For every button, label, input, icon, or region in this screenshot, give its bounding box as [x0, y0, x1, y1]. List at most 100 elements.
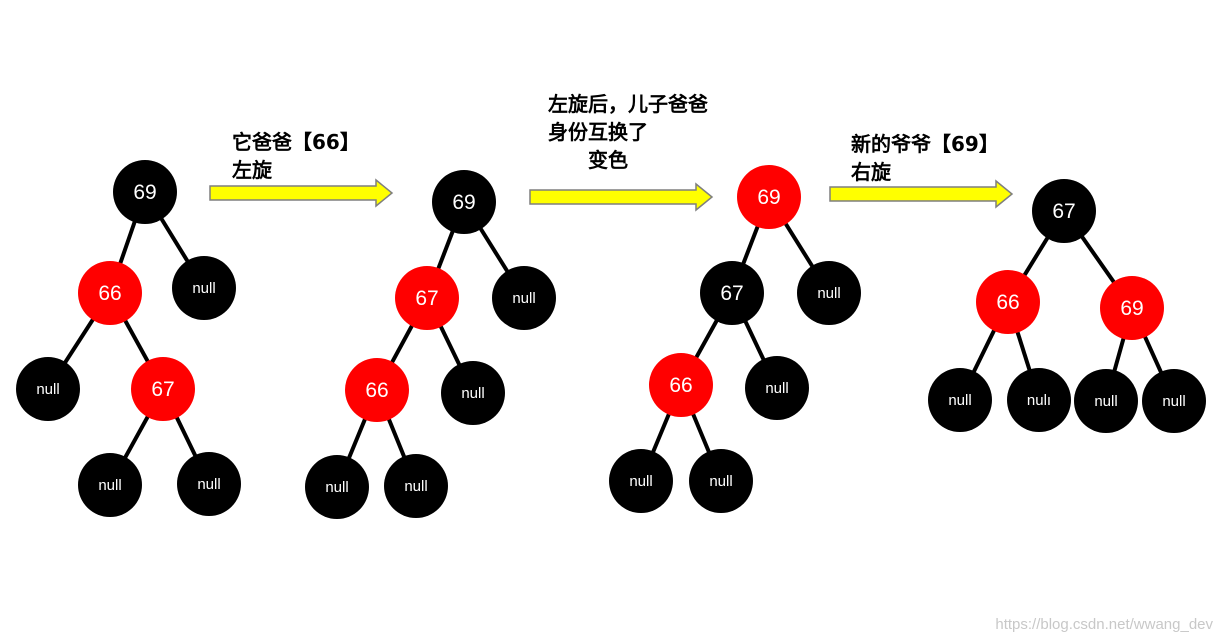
null-leaf-label: null — [404, 478, 427, 495]
step-1-line-2: 左旋 — [232, 158, 272, 182]
null-leaf-circle — [1074, 369, 1138, 433]
null-leaf-circle — [745, 356, 809, 420]
step-2-line-1: 左旋后，儿子爸爸 — [548, 92, 708, 116]
node-67-label: 67 — [1052, 200, 1075, 223]
node-67-circle — [1032, 179, 1096, 243]
null-leaf-node: null — [609, 449, 673, 513]
null-leaf-node: null — [1074, 369, 1138, 433]
tree-3: 69 67 null 66 null null null — [609, 165, 861, 513]
null-leaf-node: null — [305, 455, 369, 519]
node-66-label: 66 — [98, 282, 121, 305]
node-69: 69 — [432, 170, 496, 234]
null-leaf-label: null — [512, 290, 535, 307]
step-2-arrow — [529, 182, 714, 212]
null-leaf-node: null — [441, 361, 505, 425]
step-3-line-1: 新的爷爷【69】 — [851, 132, 999, 156]
null-leaf-circle — [78, 453, 142, 517]
null-leaf-circle — [1142, 369, 1206, 433]
null-leaf-label: null — [709, 473, 732, 490]
tree-2: 69 67 null 66 null null null — [305, 170, 556, 519]
null-leaf-circle — [172, 256, 236, 320]
node-67: 67 — [1032, 179, 1096, 243]
null-leaf-node: null — [1142, 369, 1206, 433]
null-leaf-circle — [797, 261, 861, 325]
null-leaf-circle — [492, 266, 556, 330]
node-69-circle — [113, 160, 177, 224]
node-67-circle — [395, 266, 459, 330]
node-69-label: 69 — [757, 186, 780, 209]
null-leaf-node: null — [16, 357, 80, 421]
node-66: 66 — [976, 270, 1040, 334]
node-69-label: 69 — [133, 181, 156, 204]
step-2-line-3: 变色 — [588, 148, 628, 172]
tree-1: 69 66 null null 67 null null — [16, 160, 241, 517]
step-2-label: 左旋后，儿子爸爸 身份互换了 变色 — [548, 90, 708, 174]
null-leaf-node: nulı — [1007, 368, 1071, 432]
node-69-circle — [432, 170, 496, 234]
null-leaf-circle — [177, 452, 241, 516]
step-3-label: 新的爷爷【69】 右旋 — [851, 130, 999, 186]
node-67-circle — [131, 357, 195, 421]
node-66-label: 66 — [669, 374, 692, 397]
null-leaf-node: null — [492, 266, 556, 330]
null-leaf-circle — [689, 449, 753, 513]
node-67: 67 — [131, 357, 195, 421]
null-leaf-circle — [441, 361, 505, 425]
null-leaf-node: null — [172, 256, 236, 320]
node-67-label: 67 — [151, 378, 174, 401]
null-leaf-label: null — [197, 476, 220, 493]
node-67: 67 — [395, 266, 459, 330]
node-69: 69 — [737, 165, 801, 229]
step-1-line-1: 它爸爸【66】 — [232, 130, 360, 154]
null-leaf-label: null — [765, 380, 788, 397]
null-leaf-node: null — [78, 453, 142, 517]
node-67: 67 — [700, 261, 764, 325]
node-67-circle — [700, 261, 764, 325]
null-leaf-node: null — [689, 449, 753, 513]
null-leaf-node: null — [177, 452, 241, 516]
node-69-label: 69 — [1120, 297, 1143, 320]
null-leaf-circle — [384, 454, 448, 518]
node-67-label: 67 — [720, 282, 743, 305]
null-leaf-circle — [609, 449, 673, 513]
null-leaf-circle — [1007, 368, 1071, 432]
node-66-circle — [649, 353, 713, 417]
null-leaf-circle — [928, 368, 992, 432]
null-leaf-circle — [305, 455, 369, 519]
null-leaf-label: null — [629, 473, 652, 490]
tree-4: 67 66 69 null nulı null null — [928, 179, 1206, 433]
node-66-label: 66 — [996, 291, 1019, 314]
null-leaf-label: null — [817, 285, 840, 302]
node-69-circle — [1100, 276, 1164, 340]
null-leaf-circle — [16, 357, 80, 421]
node-66-circle — [976, 270, 1040, 334]
null-leaf-label: nulı — [1027, 392, 1051, 409]
null-leaf-node: null — [745, 356, 809, 420]
node-66-circle — [345, 358, 409, 422]
node-67-label: 67 — [415, 287, 438, 310]
node-66: 66 — [78, 261, 142, 325]
node-69: 69 — [113, 160, 177, 224]
null-leaf-node: null — [384, 454, 448, 518]
null-leaf-label: null — [325, 479, 348, 496]
step-3-arrow — [829, 179, 1014, 209]
null-leaf-node: null — [797, 261, 861, 325]
node-66: 66 — [345, 358, 409, 422]
step-2-line-2: 身份互换了 — [548, 120, 648, 144]
node-66-circle — [78, 261, 142, 325]
null-leaf-label: null — [461, 385, 484, 402]
step-1-label: 它爸爸【66】 左旋 — [232, 128, 360, 184]
watermark: https://blog.csdn.net/wwang_dev — [995, 616, 1213, 633]
null-leaf-label: null — [36, 381, 59, 398]
node-69: 69 — [1100, 276, 1164, 340]
node-69-circle — [737, 165, 801, 229]
null-leaf-label: null — [192, 280, 215, 297]
null-leaf-label: null — [1094, 393, 1117, 410]
null-leaf-label: null — [1162, 393, 1185, 410]
node-69-label: 69 — [452, 191, 475, 214]
step-1-arrow — [209, 178, 394, 208]
null-leaf-label: null — [948, 392, 971, 409]
node-66-label: 66 — [365, 379, 388, 402]
node-66: 66 — [649, 353, 713, 417]
